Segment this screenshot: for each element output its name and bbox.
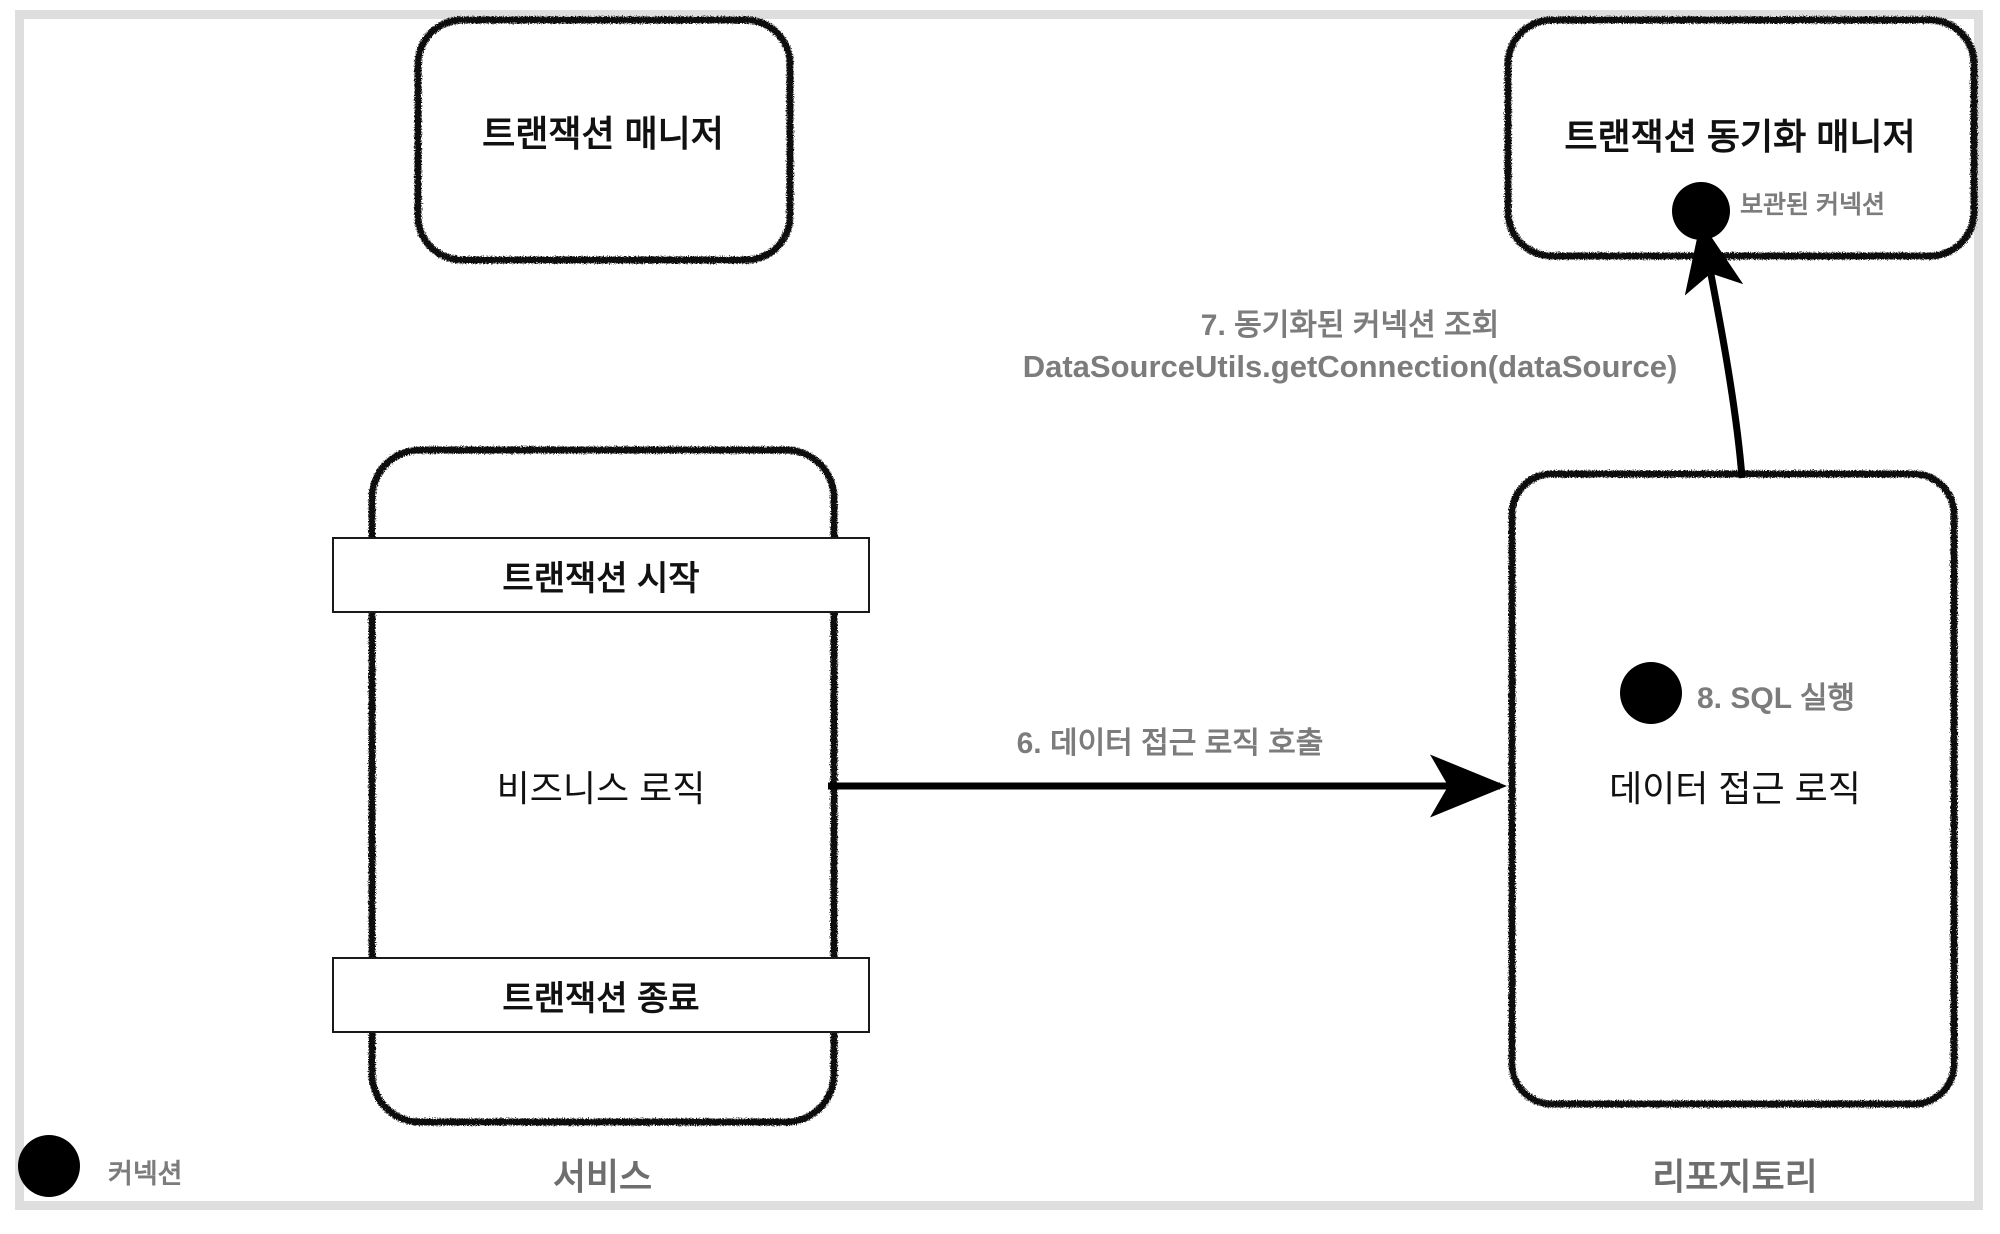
lane-label-service: 서비스: [552, 1156, 653, 1197]
edge-label-get-connection-line1: 7. 동기화된 커넥션 조회: [1200, 309, 1500, 342]
sql-execute-label: 8. SQL 실행: [1697, 682, 1856, 715]
legend-connection-dot-icon: [18, 1135, 80, 1197]
service-band-transaction-end[interactable]: 트랜잭션 종료: [332, 957, 870, 1033]
legend-connection-label: 커넥션: [108, 1159, 183, 1189]
edge-label-get-connection: 7. 동기화된 커넥션 조회 DataSourceUtils.getConnec…: [940, 305, 1760, 389]
transaction-manager-title: 트랜잭션 매니저: [482, 113, 724, 154]
repository-body-label: 데이터 접근 로직: [1609, 768, 1861, 809]
stored-connection-label: 보관된 커넥션: [1740, 191, 1885, 219]
stored-connection-dot-icon: [1672, 182, 1730, 240]
transaction-sync-manager-title: 트랜잭션 동기화 매니저: [1564, 116, 1916, 157]
lane-label-repository: 리포지토리: [1652, 1156, 1818, 1197]
edge-label-get-connection-line2: DataSourceUtils.getConnection(dataSource…: [1022, 349, 1678, 385]
repository-connection-dot-icon: [1620, 662, 1682, 724]
service-band-transaction-begin[interactable]: 트랜잭션 시작: [332, 537, 870, 613]
edge-label-data-access-call: 6. 데이터 접근 로직 호출: [1016, 727, 1324, 760]
service-body-label: 비즈니스 로직: [496, 768, 706, 809]
